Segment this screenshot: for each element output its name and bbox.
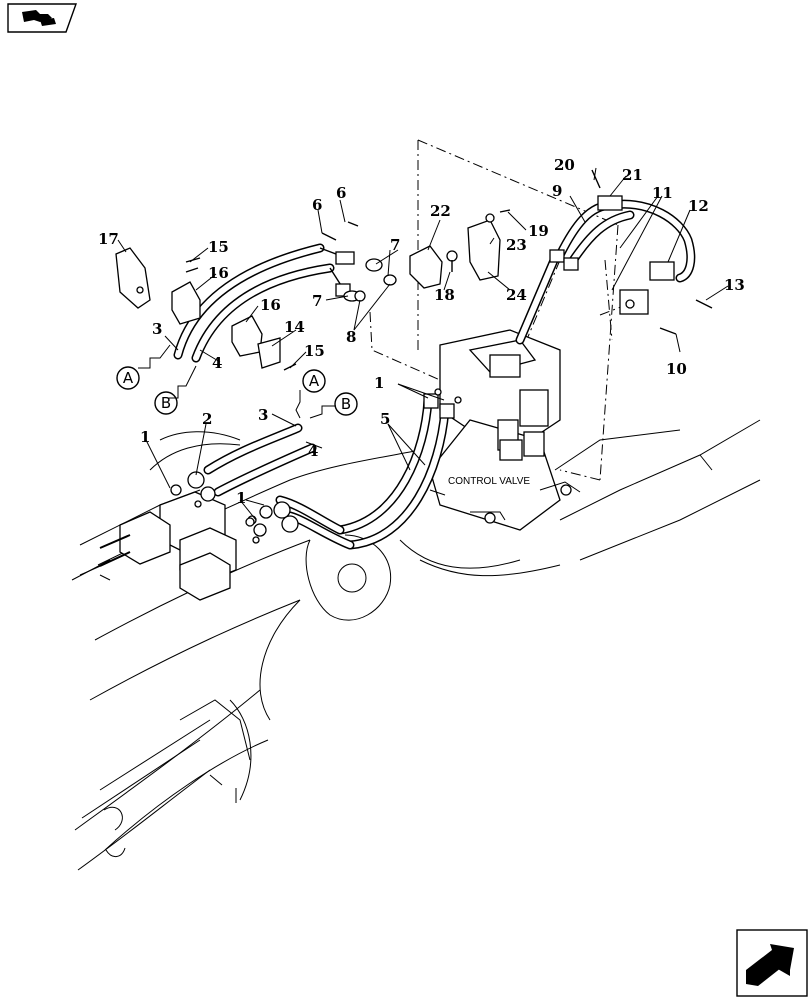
callout-3: 3: [258, 406, 268, 424]
callout-17: 17: [98, 230, 119, 248]
callout-9: 9: [552, 182, 562, 200]
pipe-assembly-9-12: [515, 195, 696, 345]
connector-B-lower: B: [334, 392, 358, 416]
callout-3: 3: [152, 320, 162, 338]
callout-6: 6: [312, 196, 322, 214]
callout-14: 14: [284, 318, 305, 336]
svg-text:A: A: [309, 372, 320, 390]
callout-1: 1: [236, 489, 246, 507]
callout-24: 24: [506, 286, 527, 304]
callout-12: 12: [688, 197, 709, 215]
callout-numbers: 1 1 1 2 3 3 4 4 5 6 6 7 7 8 9 10 11 12 1…: [98, 156, 745, 507]
hose-assembly-3-4-upper: [173, 243, 355, 363]
svg-text:B: B: [341, 395, 351, 413]
callout-23: 23: [506, 236, 527, 254]
hose-assembly-3-4-lower: [187, 423, 317, 502]
connector-A-lower: A: [302, 369, 326, 393]
callout-10: 10: [666, 360, 687, 378]
callout-21: 21: [622, 166, 643, 184]
callout-1: 1: [374, 374, 384, 392]
bracket-parts-22-24: [409, 209, 511, 289]
connector-B-upper: B: [154, 391, 178, 415]
callout-20: 20: [554, 156, 575, 174]
connector-leader-shapes: [138, 344, 336, 419]
callout-1: 1: [140, 428, 150, 446]
callout-7: 7: [390, 236, 400, 254]
callout-2: 2: [202, 410, 212, 428]
next-page-arrow-icon[interactable]: [736, 929, 808, 997]
callout-19: 19: [528, 222, 549, 240]
callout-5: 5: [380, 410, 390, 428]
callout-4: 4: [308, 442, 318, 460]
callout-18: 18: [434, 286, 455, 304]
callout-15: 15: [208, 238, 229, 256]
valve-blocks: [99, 491, 237, 601]
control-valve-label: CONTROL VALVE: [448, 476, 530, 487]
callout-8: 8: [346, 328, 356, 346]
hose-assembly-5: [247, 393, 455, 550]
callout-11: 11: [652, 184, 673, 202]
callout-leader-lines: [117, 167, 729, 521]
exploded-view-icon[interactable]: [7, 3, 77, 33]
callout-16: 16: [260, 296, 281, 314]
callout-16: 16: [208, 264, 229, 282]
callout-15: 15: [304, 342, 325, 360]
callout-4: 4: [212, 354, 222, 372]
control-valve: [429, 329, 581, 531]
connector-A-upper: A: [116, 366, 140, 390]
callout-13: 13: [724, 276, 745, 294]
callout-7: 7: [312, 292, 322, 310]
callout-22: 22: [430, 202, 451, 220]
svg-text:B: B: [161, 394, 171, 412]
svg-text:A: A: [123, 369, 134, 387]
clamp-parts-left: [115, 247, 297, 371]
fittings-and-orings: [170, 169, 713, 544]
excavator-frame-outline: [71, 419, 761, 871]
callout-6: 6: [336, 184, 346, 202]
